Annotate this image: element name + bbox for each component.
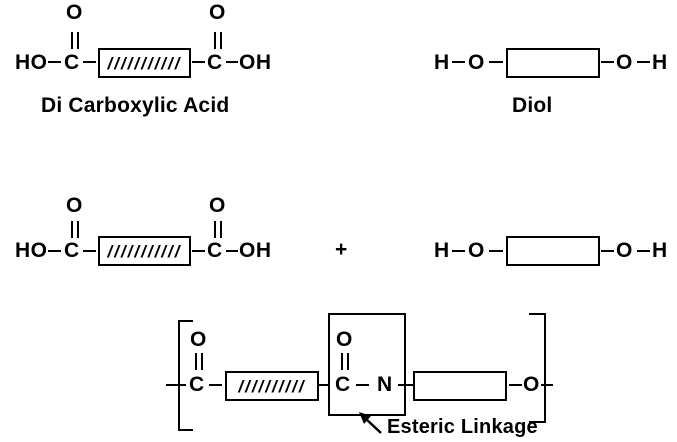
bond (356, 384, 369, 386)
bond (452, 250, 465, 252)
bond (209, 384, 222, 386)
hatch-pattern: /////////// (107, 241, 182, 261)
double-bond-line (201, 353, 203, 370)
bond (509, 384, 522, 386)
double-bond-line (347, 353, 349, 370)
double-bond-line (77, 32, 79, 49)
left-bracket (178, 320, 180, 431)
double-bond-line (220, 221, 222, 238)
backbone-box-empty (413, 371, 507, 401)
carbonyl-o-atom: O (209, 1, 226, 24)
bond (601, 250, 614, 252)
left-bracket-tick (178, 320, 193, 322)
annotation-arrow-icon (359, 412, 382, 434)
carbonyl-c-atom: C (189, 373, 205, 396)
backbone-box-empty (506, 236, 600, 266)
bond (48, 250, 61, 252)
bond (83, 250, 96, 252)
ho-group: HO (15, 239, 48, 262)
ho-group: HO (15, 51, 48, 74)
o-atom: O (468, 51, 485, 74)
left-bracket-tick (178, 429, 193, 431)
o-atom: O (616, 51, 633, 74)
double-bond-line (77, 221, 79, 238)
carbonyl-c-atom: C (64, 239, 80, 262)
bond (192, 61, 205, 63)
backbone-box-hatched: ////////// (225, 371, 319, 401)
chain-bond (166, 384, 186, 386)
diol-label: Diol (512, 94, 553, 117)
right-bracket-tick (529, 421, 546, 423)
carbonyl-c-atom: C (207, 239, 223, 262)
carbonyl-o-atom: O (66, 194, 83, 217)
h-atom: H (652, 51, 668, 74)
carbonyl-o-atom: O (66, 1, 83, 24)
right-bracket (544, 313, 546, 423)
acid-label: Di Carboxylic Acid (41, 94, 230, 117)
bond (192, 250, 205, 252)
oh-group: OH (239, 51, 272, 74)
bond (601, 61, 614, 63)
oh-group: OH (239, 239, 272, 262)
carbonyl-c-atom: C (335, 373, 351, 396)
right-bracket-tick (529, 313, 546, 315)
bond (398, 384, 414, 386)
hatch-pattern: ////////// (238, 376, 306, 396)
bond (318, 384, 328, 386)
bond (83, 61, 96, 63)
plus-sign: + (335, 238, 348, 261)
carbonyl-o-atom: O (336, 328, 353, 351)
backbone-box-hatched: /////////// (98, 48, 191, 78)
double-bond-line (341, 353, 343, 370)
hatch-pattern: /////////// (107, 53, 182, 73)
n-atom: N (377, 373, 393, 396)
bond (452, 61, 465, 63)
h-atom: H (434, 239, 450, 262)
double-bond-line (195, 353, 197, 370)
bond (637, 250, 650, 252)
backbone-box-empty (506, 48, 600, 78)
carbonyl-c-atom: C (64, 51, 80, 74)
bond (226, 250, 238, 252)
carbonyl-o-atom: O (209, 194, 226, 217)
double-bond-line (71, 221, 73, 238)
double-bond-line (214, 32, 216, 49)
bond (489, 250, 503, 252)
h-atom: H (652, 239, 668, 262)
double-bond-line (71, 32, 73, 49)
o-atom: O (616, 239, 633, 262)
h-atom: H (434, 51, 450, 74)
esteric-linkage-label: Esteric Linkage (387, 416, 538, 438)
o-atom: O (468, 239, 485, 262)
o-atom: O (523, 373, 540, 396)
bond (541, 384, 553, 386)
carbonyl-o-atom: O (190, 328, 207, 351)
bond (637, 61, 650, 63)
bond (48, 61, 61, 63)
double-bond-line (214, 221, 216, 238)
carbonyl-c-atom: C (207, 51, 223, 74)
double-bond-line (220, 32, 222, 49)
backbone-box-hatched: /////////// (98, 236, 191, 266)
bond (489, 61, 503, 63)
bond (226, 61, 238, 63)
